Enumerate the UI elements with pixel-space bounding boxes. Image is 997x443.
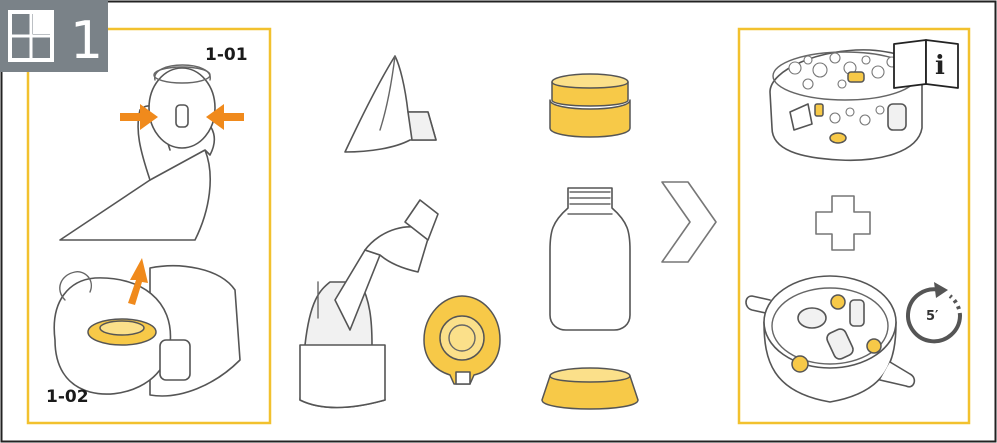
step-1-01-illustration: 1-01 [60, 45, 248, 240]
info-manual-icon: i [894, 40, 958, 88]
bottle-lid [550, 74, 630, 137]
plus-icon [816, 196, 870, 250]
label-1-02: 1-02 [46, 387, 89, 407]
parts-group [300, 56, 638, 409]
pump-connector [300, 200, 438, 408]
bottle [550, 188, 630, 330]
chevron-right-icon [662, 182, 716, 262]
cleaning-panel: i 5′ [739, 29, 969, 423]
step-1-02-illustration: 1-02 [46, 258, 240, 407]
disassembly-panel: 1 1-01 1-02 [0, 0, 270, 423]
timer-arrow-icon: 5′ [908, 282, 960, 341]
valve-disk [424, 296, 500, 384]
bottle-base [542, 368, 638, 409]
timer-label: 5′ [926, 309, 939, 324]
step-number: 1 [70, 11, 103, 71]
label-1-01: 1-01 [205, 45, 248, 65]
info-letter: i [935, 51, 945, 81]
step-badge: 1 [0, 0, 108, 72]
cooking-pot [746, 276, 914, 402]
breast-shield [345, 56, 436, 152]
